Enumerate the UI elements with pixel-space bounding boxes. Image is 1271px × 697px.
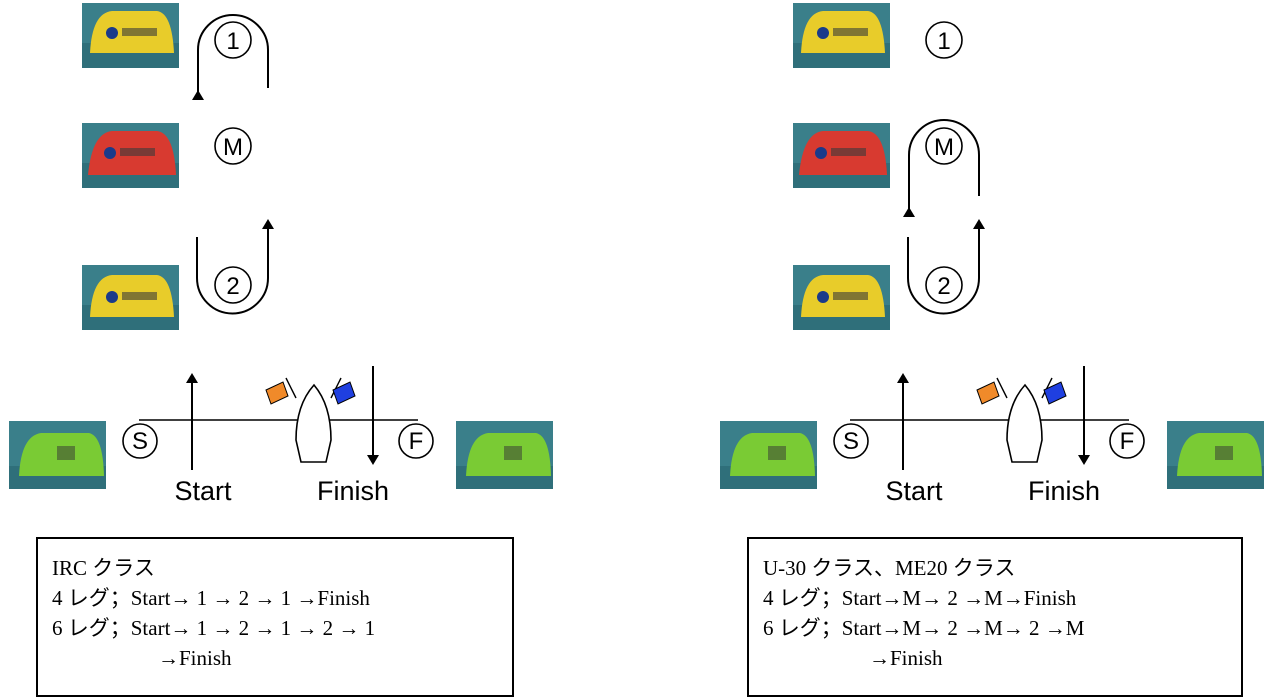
buoy-green-icon <box>1167 421 1264 489</box>
buoy-yellow-icon <box>793 265 890 330</box>
course-diagram-irc: 1 M 2 <box>0 0 560 697</box>
course-info-box: IRC クラス 4 レグ；Start→ 1 → 2 → 1 →Finish 6 … <box>36 537 514 697</box>
finish-label: Finish <box>317 476 389 506</box>
leg6-route-cont: →Finish <box>158 646 232 670</box>
svg-text:S: S <box>132 428 148 455</box>
svg-text:2: 2 <box>937 273 950 300</box>
mark-2-rounding: 2 <box>907 219 985 315</box>
mark-finish: F <box>398 423 434 459</box>
mark-m-rounding: M <box>903 119 980 217</box>
course-map: 1 M 2 <box>0 0 560 520</box>
svg-text:M: M <box>934 134 954 161</box>
orange-flag-icon <box>976 381 1000 405</box>
blue-flag-icon <box>1043 381 1067 405</box>
buoy-green-icon <box>720 421 817 489</box>
mark-start: S <box>833 423 869 459</box>
class-title: IRC クラス <box>52 556 155 580</box>
svg-text:M: M <box>223 134 243 161</box>
course-diagram-u30-me20: 1 M 2 <box>711 0 1271 697</box>
svg-text:1: 1 <box>226 28 239 55</box>
class-title: U-30 クラス、ME20 クラス <box>763 556 1016 580</box>
committee-boat-icon <box>285 377 342 463</box>
buoy-yellow-icon <box>82 3 179 68</box>
mark-start: S <box>122 423 158 459</box>
svg-text:F: F <box>1120 428 1135 455</box>
buoy-green-icon <box>456 421 553 489</box>
committee-boat-icon <box>996 377 1053 463</box>
start-label: Start <box>174 476 232 506</box>
leg6-route: 6 レグ；Start→ 1 → 2 → 1 → 2 → 1 <box>52 616 376 640</box>
leg6-route-cont: →Finish <box>869 646 943 670</box>
leg6-route: 6 レグ；Start→M→ 2 →M→ 2 →M <box>763 616 1085 640</box>
svg-text:1: 1 <box>937 28 950 55</box>
svg-text:F: F <box>409 428 424 455</box>
leg4-route: 4 レグ；Start→ 1 → 2 → 1 →Finish <box>52 586 370 610</box>
buoy-red-icon <box>793 123 890 188</box>
mark-2-rounding: 2 <box>196 219 274 315</box>
blue-flag-icon <box>332 381 356 405</box>
buoy-yellow-icon <box>793 3 890 68</box>
buoy-red-icon <box>82 123 179 188</box>
svg-text:S: S <box>843 428 859 455</box>
leg4-route: 4 レグ；Start→M→ 2 →M→Finish <box>763 586 1077 610</box>
svg-text:2: 2 <box>226 273 239 300</box>
mark-1: 1 <box>925 21 963 59</box>
buoy-green-icon <box>9 421 106 489</box>
buoy-yellow-icon <box>82 265 179 330</box>
mark-1-rounding: 1 <box>192 14 269 100</box>
course-info-box: U-30 クラス、ME20 クラス 4 レグ；Start→M→ 2 →M→Fin… <box>747 537 1243 697</box>
mark-m: M <box>214 127 252 165</box>
finish-label: Finish <box>1028 476 1100 506</box>
start-label: Start <box>885 476 943 506</box>
mark-finish: F <box>1109 423 1145 459</box>
course-map: 1 M 2 <box>711 0 1271 520</box>
orange-flag-icon <box>265 381 289 405</box>
